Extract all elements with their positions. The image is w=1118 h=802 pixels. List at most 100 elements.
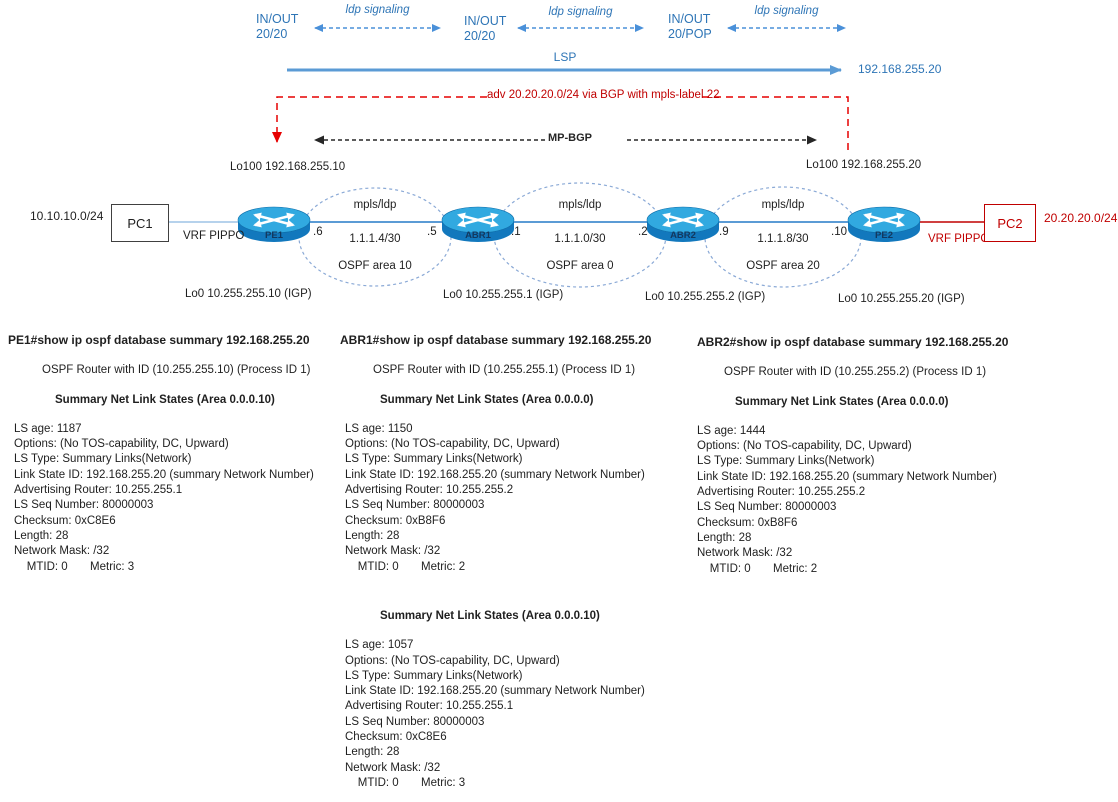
output-line: Length: 28 [345, 746, 400, 759]
output-line: Checksum: 0xB8F6 [345, 514, 446, 527]
pc1-network-label: 10.10.10.0/24 [30, 209, 104, 223]
output-line: Advertising Router: 10.255.255.1 [14, 484, 183, 497]
segment2-mpls-label: mpls/ldp [558, 199, 602, 211]
vrf-pippo-right-label: VRF PIPPO [928, 233, 990, 245]
segment1-mpls-label: mpls/ldp [353, 199, 397, 211]
output-line: LS Seq Number: 80000003 [697, 501, 837, 514]
mp-bgp-label: MP-BGP [548, 132, 592, 144]
output-line: Options: (No TOS-capability, DC, Upward) [345, 654, 560, 667]
output-line: Options: (No TOS-capability, DC, Upward) [697, 440, 912, 453]
ospf-router-id-line: OSPF Router with ID (10.255.255.2) (Proc… [724, 366, 987, 379]
output-line: LS age: 1187 [14, 422, 82, 435]
lsa-section-heading: Summary Net Link States (Area 0.0.0.10) [380, 610, 600, 622]
segment2-subnet-label: 1.1.1.0/30 [554, 233, 606, 245]
pc1-label: PC1 [127, 215, 153, 231]
router-name-pe1: PE1 [265, 230, 284, 241]
output-line: Link State ID: 192.168.255.20 (summary N… [14, 468, 314, 481]
output-line: Checksum: 0xC8E6 [345, 731, 447, 744]
output-line: LS age: 1444 [697, 424, 766, 437]
if-label-pe2: .10 [831, 226, 847, 238]
lsa-section-heading: Summary Net Link States (Area 0.0.0.0) [735, 395, 949, 408]
output-line: Link State ID: 192.168.255.20 (summary N… [697, 470, 997, 483]
inout-line2: 20/20 [256, 27, 288, 41]
ldp-signaling-label-3: ldp signaling [754, 5, 819, 17]
output-line: Length: 28 [345, 529, 400, 542]
lo0-abr1-label: Lo0 10.255.255.1 (IGP) [443, 289, 564, 301]
segment3-area-label: OSPF area 20 [746, 260, 820, 272]
output-line: Options: (No TOS-capability, DC, Upward) [345, 438, 560, 451]
if-label-abr2-right: .9 [719, 226, 729, 238]
lo0-pe1-label: Lo0 10.255.255.10 (IGP) [185, 288, 312, 300]
lo100-pe1-label: Lo100 192.168.255.10 [230, 161, 346, 173]
vrf-pippo-left-label: VRF PIPPO [183, 230, 245, 242]
output-line: MTID: 0 Metric: 3 [14, 560, 135, 573]
ospf-router-id-line: OSPF Router with ID (10.255.255.1) (Proc… [373, 364, 636, 377]
lo0-abr2-label: Lo0 10.255.255.2 (IGP) [645, 291, 766, 303]
output-line: LS Type: Summary Links(Network) [345, 669, 523, 682]
lsp-endpoint-label: 192.168.255.20 [858, 62, 942, 76]
lsp-label: LSP [553, 50, 577, 64]
router-name-abr1: ABR1 [465, 230, 492, 241]
output-line: LS age: 1057 [345, 639, 414, 652]
output-line: LS Type: Summary Links(Network) [345, 453, 523, 466]
output-line: Advertising Router: 10.255.255.2 [345, 484, 514, 497]
ldp-inout-label-2: IN/OUT 20/20 [464, 14, 506, 44]
lo0-pe2-label: Lo0 10.255.255.20 (IGP) [838, 293, 965, 305]
cli-command: PE1#show ip ospf database summary 192.16… [8, 333, 310, 347]
output-line: MTID: 0 Metric: 2 [345, 560, 466, 573]
segment3-subnet-label: 1.1.1.8/30 [757, 233, 809, 245]
output-line: Network Mask: /32 [697, 547, 793, 560]
if-label-pe1: .6 [313, 226, 323, 238]
ospf-output-abr2: ABR2#show ip ospf database summary 192.1… [697, 335, 1037, 577]
lo100-pe2-label: Lo100 192.168.255.20 [806, 159, 922, 171]
inout-line2: 20/POP [668, 27, 712, 41]
output-line: Length: 28 [14, 529, 69, 542]
output-line: LS Seq Number: 80000003 [14, 499, 154, 512]
output-line: LS age: 1150 [345, 422, 413, 435]
segment1-area-label: OSPF area 10 [338, 260, 412, 272]
bgp-adv-dashed-path [272, 96, 849, 150]
if-label-abr1-left: .5 [427, 226, 437, 238]
lsa-section-heading: Summary Net Link States (Area 0.0.0.10) [55, 393, 275, 406]
output-line: MTID: 0 Metric: 3 [345, 776, 466, 789]
if-label-abr2-left: .2 [638, 226, 648, 238]
router-name-pe2: PE2 [875, 230, 893, 241]
output-line: Network Mask: /32 [345, 545, 441, 558]
output-line: MTID: 0 Metric: 2 [697, 562, 818, 575]
inout-line1: IN/OUT [256, 12, 299, 26]
output-line: LS Seq Number: 80000003 [345, 715, 485, 728]
ldp-inout-label-3: IN/OUT 20/POP [668, 12, 712, 42]
pc2-network-label: 20.20.20.0/24 [1044, 211, 1118, 225]
cli-command: ABR2#show ip ospf database summary 192.1… [697, 335, 1009, 349]
cli-command: ABR1#show ip ospf database summary 192.1… [340, 333, 652, 347]
pc2-label: PC2 [997, 215, 1023, 231]
pc2-node: PC2 [984, 204, 1036, 242]
inout-line2: 20/20 [464, 29, 496, 43]
ospf-output-abr1: ABR1#show ip ospf database summary 192.1… [340, 333, 675, 575]
segment1-subnet-label: 1.1.1.4/30 [349, 233, 401, 245]
ldp-inout-label-1: IN/OUT 20/20 [256, 12, 298, 42]
output-line: Length: 28 [697, 531, 752, 544]
output-line: LS Type: Summary Links(Network) [14, 453, 192, 466]
if-label-abr1-right: .1 [511, 226, 521, 238]
ldp-signaling-label-1: ldp signaling [345, 4, 410, 16]
output-line: Link State ID: 192.168.255.20 (summary N… [345, 468, 645, 481]
segment2-area-label: OSPF area 0 [546, 260, 614, 272]
output-line: Checksum: 0xB8F6 [697, 516, 798, 529]
inout-line1: IN/OUT [668, 12, 711, 26]
ospf-output-abr1-area10: Summary Net Link States (Area 0.0.0.10) … [345, 609, 680, 791]
output-line: Advertising Router: 10.255.255.2 [697, 486, 866, 499]
output-line: Checksum: 0xC8E6 [14, 514, 116, 527]
ospf-output-pe1: PE1#show ip ospf database summary 192.16… [8, 333, 343, 575]
output-line: Network Mask: /32 [14, 545, 110, 558]
output-line: Network Mask: /32 [345, 761, 441, 774]
ldp-signaling-label-2: ldp signaling [548, 6, 613, 18]
output-line: LS Seq Number: 80000003 [345, 499, 485, 512]
lsa-section-heading: Summary Net Link States (Area 0.0.0.0) [380, 393, 594, 406]
segment3-mpls-label: mpls/ldp [761, 199, 805, 211]
